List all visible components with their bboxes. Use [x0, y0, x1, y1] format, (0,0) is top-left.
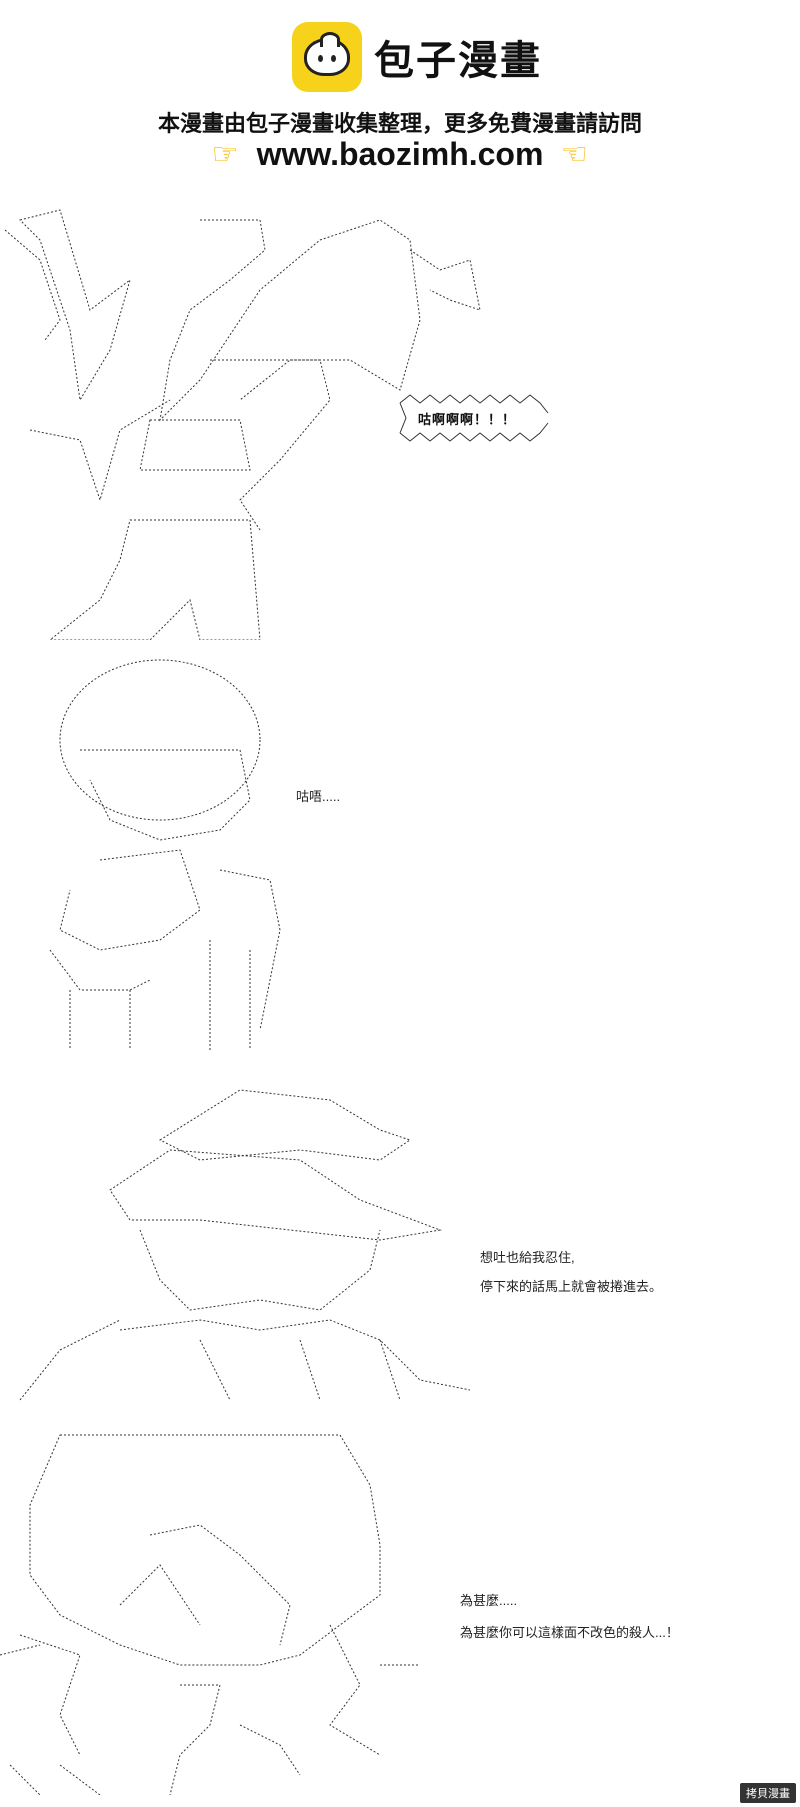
site-logo[interactable]: 包子漫畫 — [292, 22, 542, 92]
dialog-line-3: 為甚麼..... — [460, 1593, 518, 1608]
ascii-art-hooded-figure — [0, 1425, 420, 1795]
dialog-line-1: 想吐也給我忍住, — [480, 1250, 575, 1265]
pointing-hand-left-icon: ☞ — [561, 137, 589, 171]
tagline: 本漫畫由包子漫畫收集整理，更多免費漫畫請訪問 — [157, 111, 642, 136]
dialog-line-4: 為甚麼你可以這樣面不改色的殺人...！ — [460, 1625, 679, 1640]
ascii-art-hat-girl — [0, 1080, 480, 1410]
shout-bubble: 咕啊啊啊！！！ — [398, 393, 550, 443]
bun-logo-icon — [292, 22, 362, 92]
shout-text: 咕啊啊啊！！！ — [418, 412, 517, 427]
logo-text: 包子漫畫 — [374, 39, 542, 83]
site-url-link[interactable]: www.baozimh.com — [256, 136, 544, 172]
ascii-art-standing-figure — [40, 650, 320, 1050]
url-row: ☞ www.baozimh.com ☞ — [0, 136, 800, 173]
dialog-grunt: 咕唔..... — [296, 789, 341, 804]
site-header: 包子漫畫 本漫畫由包子漫畫收集整理，更多免費漫畫請訪問 ☞ www.baozim… — [0, 0, 800, 180]
watermark-credit: 拷貝漫畫 — [740, 1783, 796, 1803]
dialog-line-2: 停下來的話馬上就會被捲進去。 — [480, 1279, 663, 1294]
pointing-hand-right-icon: ☞ — [211, 137, 239, 171]
